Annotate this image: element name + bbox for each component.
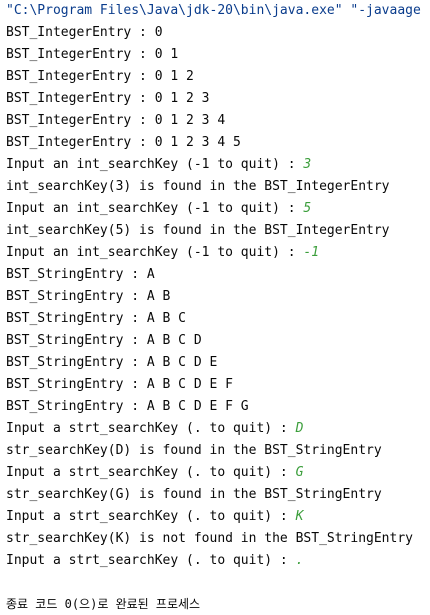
output-text: BST_IntegerEntry : 0 1 2 3 (6, 91, 210, 106)
output-text: BST_StringEntry : A B C (6, 311, 187, 326)
output-text: BST_StringEntry : A (6, 267, 155, 282)
output-text: BST_StringEntry : A B C D (6, 333, 202, 348)
process-exit-message: 종료 코드 0(으)로 완료된 프로세스 (6, 597, 201, 611)
output-text: str_searchKey(G) is found in the BST_Str… (6, 487, 382, 502)
output-text: Input a strt_searchKey (. to quit) : (6, 553, 296, 568)
console-line: int_searchKey(3) is found in the BST_Int… (6, 176, 390, 198)
output-text: int_searchKey(5) is found in the BST_Int… (6, 223, 390, 238)
console-line: BST_StringEntry : A B C (6, 308, 186, 330)
output-text: Input an int_searchKey (-1 to quit) : (6, 245, 304, 260)
output-text: BST_IntegerEntry : 0 1 2 (6, 69, 194, 84)
output-text: Input a strt_searchKey (. to quit) : (6, 509, 296, 524)
console-line: BST_StringEntry : A B C D E F (6, 374, 233, 396)
command-line: "C:\Program Files\Java\jdk-20\bin\java.e… (6, 3, 421, 18)
console-line: BST_IntegerEntry : 0 1 2 3 (6, 88, 210, 110)
output-text: Input an int_searchKey (-1 to quit) : (6, 157, 304, 172)
output-text: int_searchKey(3) is found in the BST_Int… (6, 179, 390, 194)
output-text: str_searchKey(K) is not found in the BST… (6, 531, 413, 546)
console-line: Input an int_searchKey (-1 to quit) : -1 (6, 242, 319, 264)
user-input: 5 (303, 201, 312, 216)
user-input: D (295, 421, 304, 436)
console-line: BST_IntegerEntry : 0 1 2 3 4 (6, 110, 225, 132)
user-input: . (295, 553, 304, 568)
console-line: BST_IntegerEntry : 0 1 (6, 44, 178, 66)
user-input: K (295, 509, 304, 524)
output-text: BST_IntegerEntry : 0 1 (6, 47, 179, 62)
output-text: BST_StringEntry : A B (6, 289, 171, 304)
user-input: -1 (303, 245, 320, 260)
console-line: BST_StringEntry : A B C D (6, 330, 202, 352)
output-text: Input a strt_searchKey (. to quit) : (6, 465, 296, 480)
console-line: str_searchKey(D) is found in the BST_Str… (6, 440, 382, 462)
output-text: BST_IntegerEntry : 0 1 2 3 4 (6, 113, 226, 128)
output-text: Input a strt_searchKey (. to quit) : (6, 421, 296, 436)
console-line: int_searchKey(5) is found in the BST_Int… (6, 220, 390, 242)
output-text: BST_StringEntry : A B C D E (6, 355, 218, 370)
console-line: str_searchKey(G) is found in the BST_Str… (6, 484, 382, 506)
console-line: BST_StringEntry : A B C D E (6, 352, 217, 374)
console-line: Input an int_searchKey (-1 to quit) : 3 (6, 154, 311, 176)
console-line: BST_IntegerEntry : 0 (6, 22, 163, 44)
output-text: BST_IntegerEntry : 0 (6, 25, 163, 40)
console-line: BST_IntegerEntry : 0 1 2 3 4 5 (6, 132, 241, 154)
console-line: BST_IntegerEntry : 0 1 2 (6, 66, 194, 88)
output-text: BST_StringEntry : A B C D E F G (6, 399, 249, 414)
console-line: Input a strt_searchKey (. to quit) : . (6, 550, 303, 572)
console-line: BST_StringEntry : A B (6, 286, 170, 308)
output-text: str_searchKey(D) is found in the BST_Str… (6, 443, 382, 458)
console-line: Input a strt_searchKey (. to quit) : D (6, 418, 303, 440)
console-line: str_searchKey(K) is not found in the BST… (6, 528, 413, 550)
console-line: Input a strt_searchKey (. to quit) : K (6, 506, 303, 528)
user-input: G (295, 465, 304, 480)
console-line: BST_StringEntry : A (6, 264, 155, 286)
output-text: BST_StringEntry : A B C D E F (6, 377, 233, 392)
user-input: 3 (303, 157, 312, 172)
console-line: BST_StringEntry : A B C D E F G (6, 396, 249, 418)
console-line: Input an int_searchKey (-1 to quit) : 5 (6, 198, 311, 220)
console-line: Input a strt_searchKey (. to quit) : G (6, 462, 303, 484)
output-text: BST_IntegerEntry : 0 1 2 3 4 5 (6, 135, 241, 150)
output-text: Input an int_searchKey (-1 to quit) : (6, 201, 304, 216)
